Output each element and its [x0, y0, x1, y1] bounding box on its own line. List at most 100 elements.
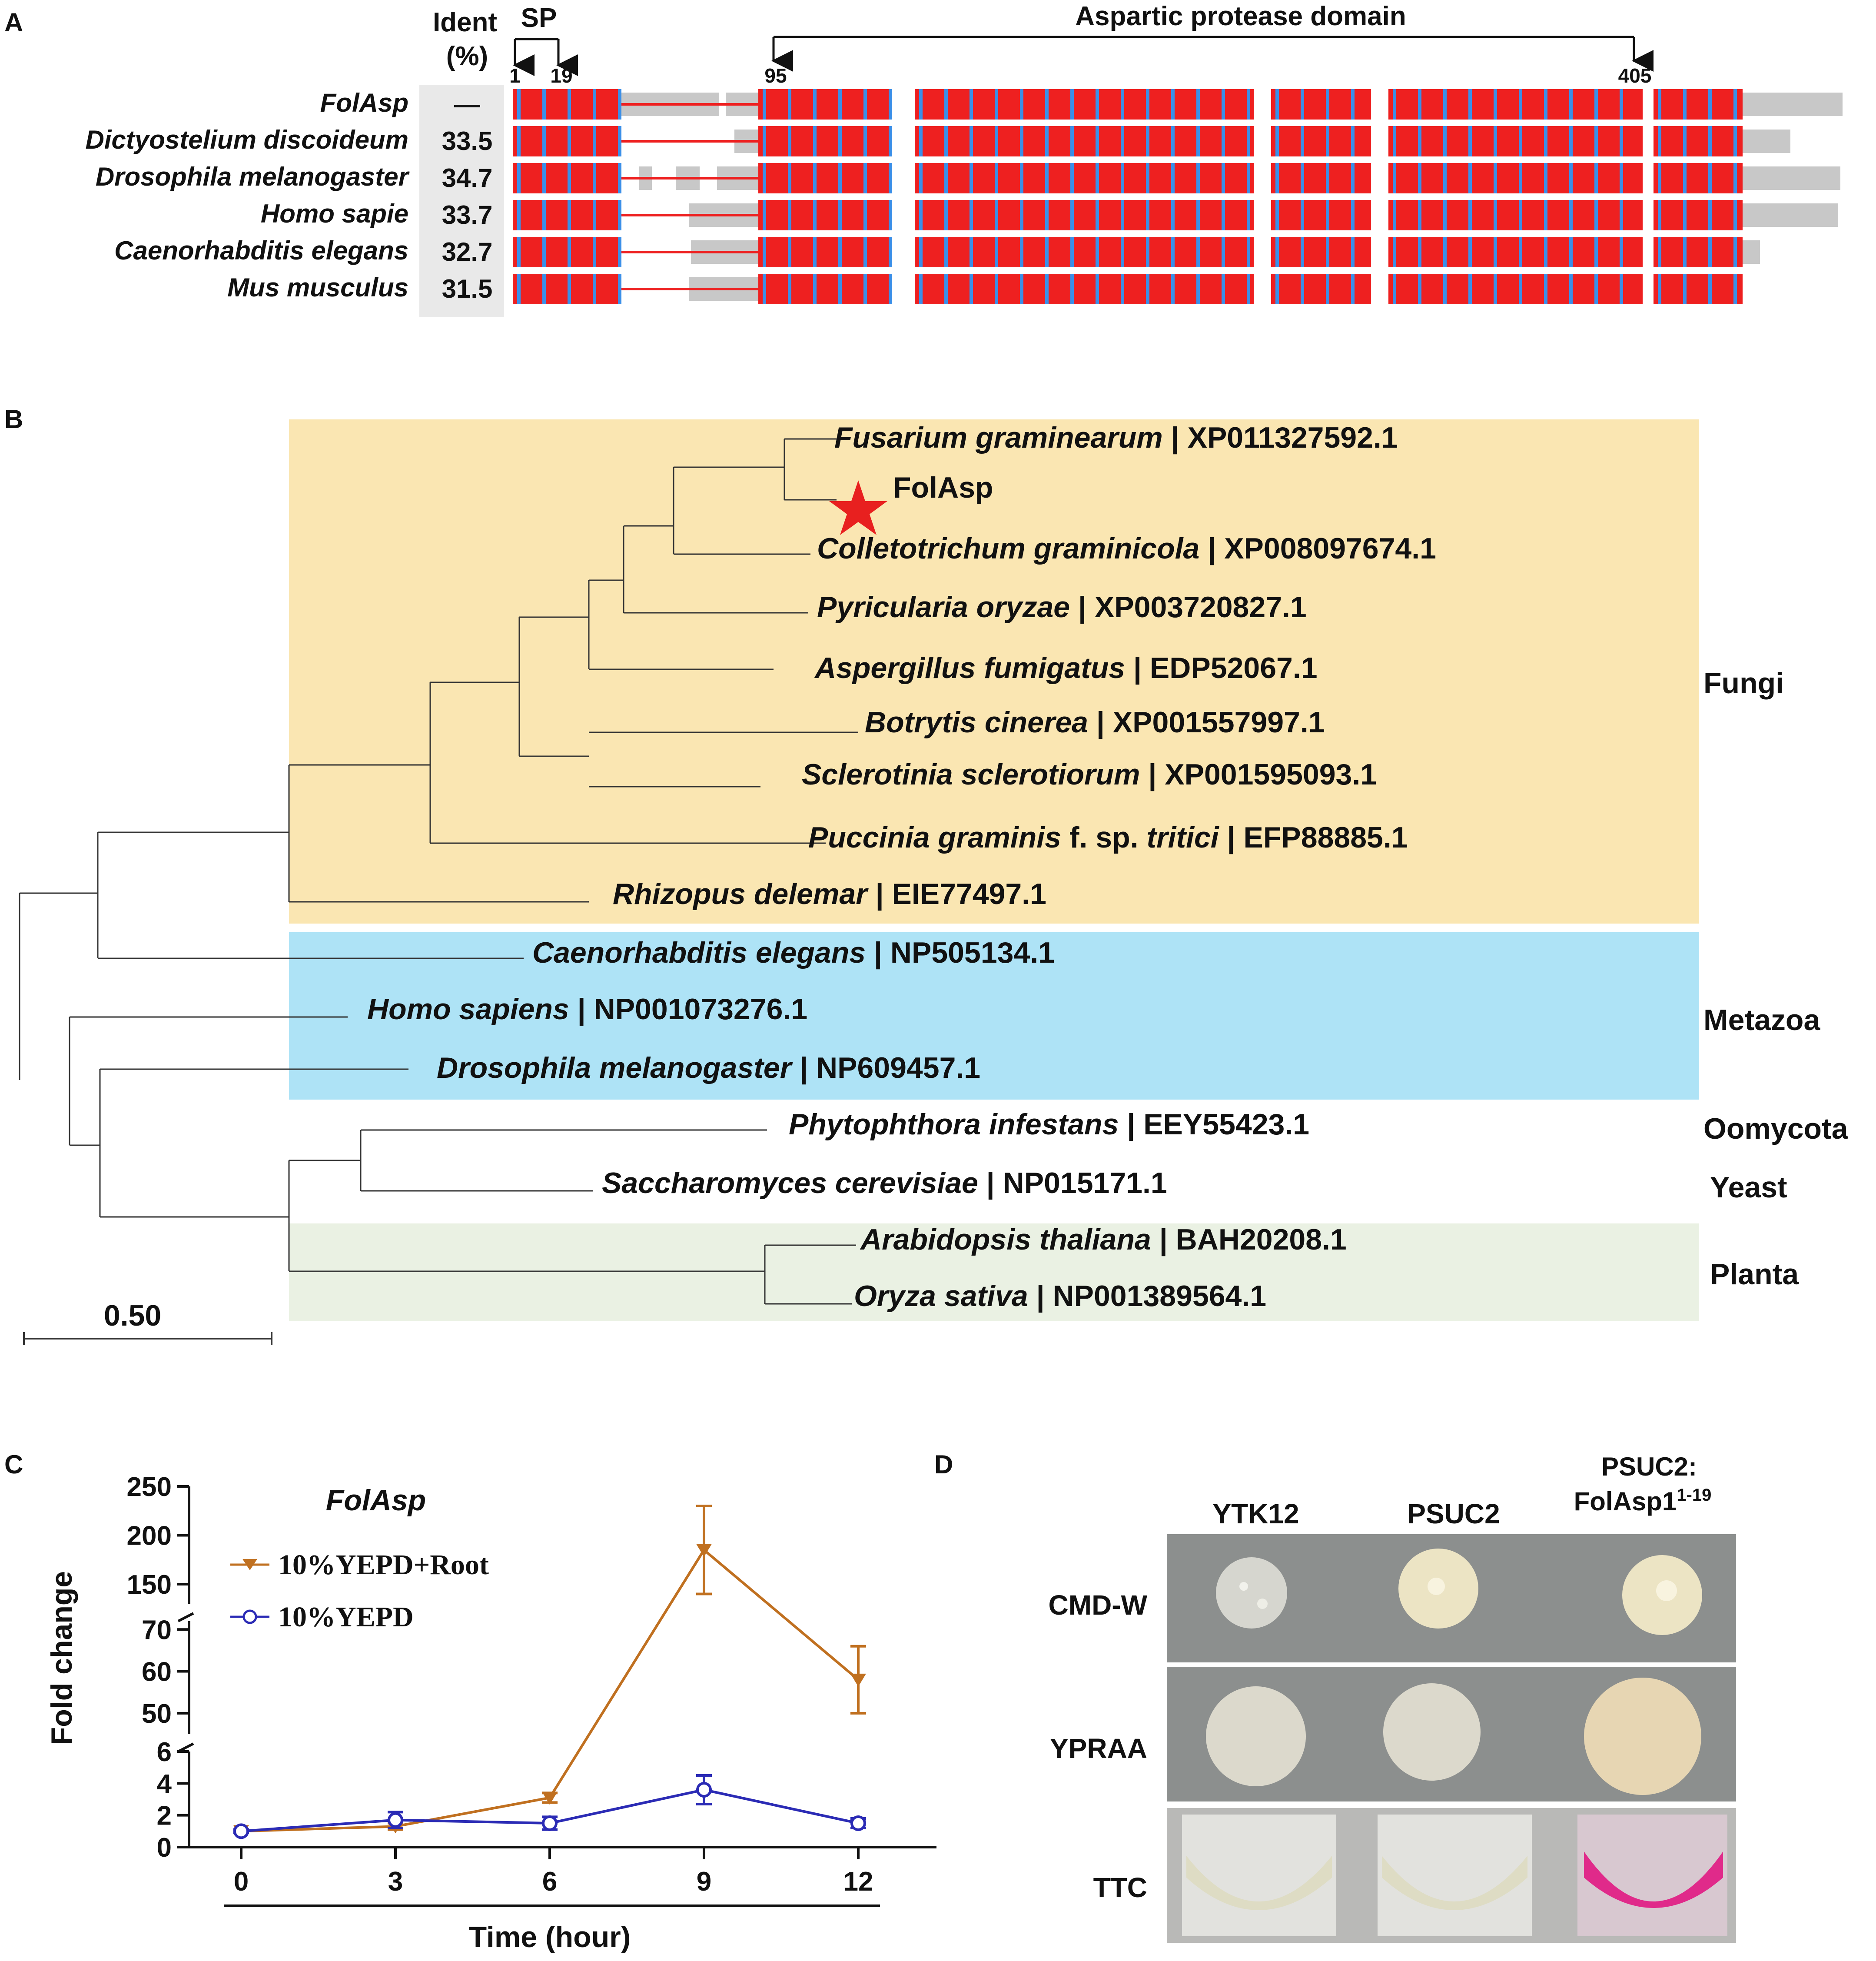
similar-stripe — [1351, 274, 1355, 304]
x-tick-label: 3 — [388, 1867, 403, 1897]
similar-stripe — [593, 274, 596, 304]
similar-stripe — [1519, 200, 1522, 230]
similar-stripe — [1247, 163, 1250, 193]
similar-stripe — [517, 200, 521, 230]
series-yepd — [233, 1774, 866, 1839]
star-icon — [829, 480, 887, 535]
similar-stripe — [1393, 126, 1396, 156]
y-tick-label: 4 — [157, 1769, 172, 1799]
similar-stripe — [863, 126, 867, 156]
group-label-yeast: Yeast — [1710, 1171, 1787, 1204]
similar-stripe — [970, 89, 973, 120]
taxon-label: Oryza sativa | NP001389564.1 — [854, 1280, 1266, 1313]
similar-stripe — [1301, 274, 1304, 304]
x-tick-label: 12 — [843, 1867, 873, 1897]
similar-stripe — [1733, 89, 1737, 120]
column-label-psuc2: PSUC2 — [1407, 1498, 1500, 1529]
similar-stripe — [1275, 163, 1279, 193]
tube-liquid-ytk12 — [1186, 1856, 1332, 1910]
y-tick-label: 6 — [157, 1737, 172, 1767]
similar-stripe — [1544, 89, 1547, 120]
similar-stripe — [1301, 126, 1304, 156]
series-line — [704, 1788, 859, 1825]
similar-stripe — [1393, 89, 1396, 120]
similar-stripe — [1326, 274, 1329, 304]
metazoa-group-box — [289, 932, 1699, 1100]
similar-stripe — [838, 89, 842, 120]
species-name: Mus musculus — [227, 273, 408, 302]
panel-label-d: D — [934, 1450, 953, 1479]
conserved-block — [1654, 200, 1743, 230]
similar-stripe — [1418, 200, 1421, 230]
similar-stripe — [1544, 126, 1547, 156]
similar-stripe — [1544, 163, 1547, 193]
similar-stripe — [1594, 89, 1598, 120]
similar-stripe — [889, 89, 892, 120]
similar-stripe — [1494, 163, 1497, 193]
position-95: 95 — [764, 64, 787, 87]
legend-label-yepd: 10%YEPD — [278, 1601, 414, 1633]
similar-stripe — [1020, 274, 1023, 304]
similar-stripe — [1146, 237, 1149, 267]
similar-stripe — [1326, 126, 1329, 156]
conserved-block — [915, 163, 1254, 193]
ident-value: 33.7 — [442, 200, 493, 229]
similar-stripe — [919, 89, 923, 120]
panel-a: A Ident (%) SP Aspartic protease domain … — [4, 1, 1843, 317]
colony-center — [1428, 1578, 1445, 1595]
group-label-metazoa: Metazoa — [1703, 1004, 1820, 1037]
conserved-block — [1654, 237, 1743, 267]
conserved-block — [1271, 89, 1371, 120]
species-name: Dictyostelium discoideum — [86, 125, 409, 154]
similar-stripe — [1351, 200, 1355, 230]
similar-stripe — [1146, 163, 1149, 193]
similar-stripe — [1222, 89, 1225, 120]
similar-stripe — [919, 126, 923, 156]
similar-stripe — [1708, 126, 1712, 156]
conserved-block — [1654, 163, 1743, 193]
similar-stripe — [1683, 200, 1687, 230]
conserved-block — [915, 200, 1254, 230]
taxon-label: Aspergillus fumigatus | EDP52067.1 — [814, 651, 1318, 685]
scale-bar-label: 0.50 — [104, 1299, 161, 1332]
chart-legend: 10%YEPD+Root 10%YEPD — [230, 1549, 489, 1633]
similar-stripe — [1594, 126, 1598, 156]
similar-stripe — [1683, 237, 1687, 267]
similar-stripe — [593, 126, 596, 156]
conserved-block — [1388, 163, 1643, 193]
similar-stripe — [1393, 163, 1396, 193]
y-tick-label: 0 — [157, 1833, 172, 1863]
similar-stripe — [1620, 163, 1623, 193]
colony-ypraa-folasp — [1584, 1678, 1701, 1795]
similar-stripe — [1196, 163, 1200, 193]
taxon-label: FolAsp — [893, 471, 993, 504]
similar-stripe — [1326, 89, 1329, 120]
similar-stripe — [1569, 89, 1573, 120]
similar-stripe — [568, 126, 571, 156]
similar-stripe — [1222, 200, 1225, 230]
conserved-block — [758, 89, 891, 120]
similar-stripe — [889, 200, 892, 230]
similar-stripe — [919, 163, 923, 193]
x-tick-label: 9 — [697, 1867, 711, 1897]
similar-stripe — [568, 163, 571, 193]
similar-stripe — [593, 200, 596, 230]
similar-stripe — [1351, 126, 1355, 156]
conserved-block — [915, 89, 1254, 120]
conserved-block — [758, 237, 891, 267]
conserved-block — [758, 200, 891, 230]
similar-stripe — [1096, 163, 1099, 193]
similar-stripe — [813, 274, 817, 304]
similar-stripe — [788, 237, 791, 267]
conserved-block — [758, 274, 891, 304]
column-label-psuc2-folasp-line2: FolAsp11-19 — [1574, 1486, 1712, 1516]
terminal-gap — [1743, 203, 1838, 227]
similar-stripe — [1196, 200, 1200, 230]
similar-stripe — [1620, 89, 1623, 120]
tree-branches — [19, 438, 858, 1305]
similar-stripe — [1494, 89, 1497, 120]
planta-group-box — [289, 1223, 1699, 1321]
